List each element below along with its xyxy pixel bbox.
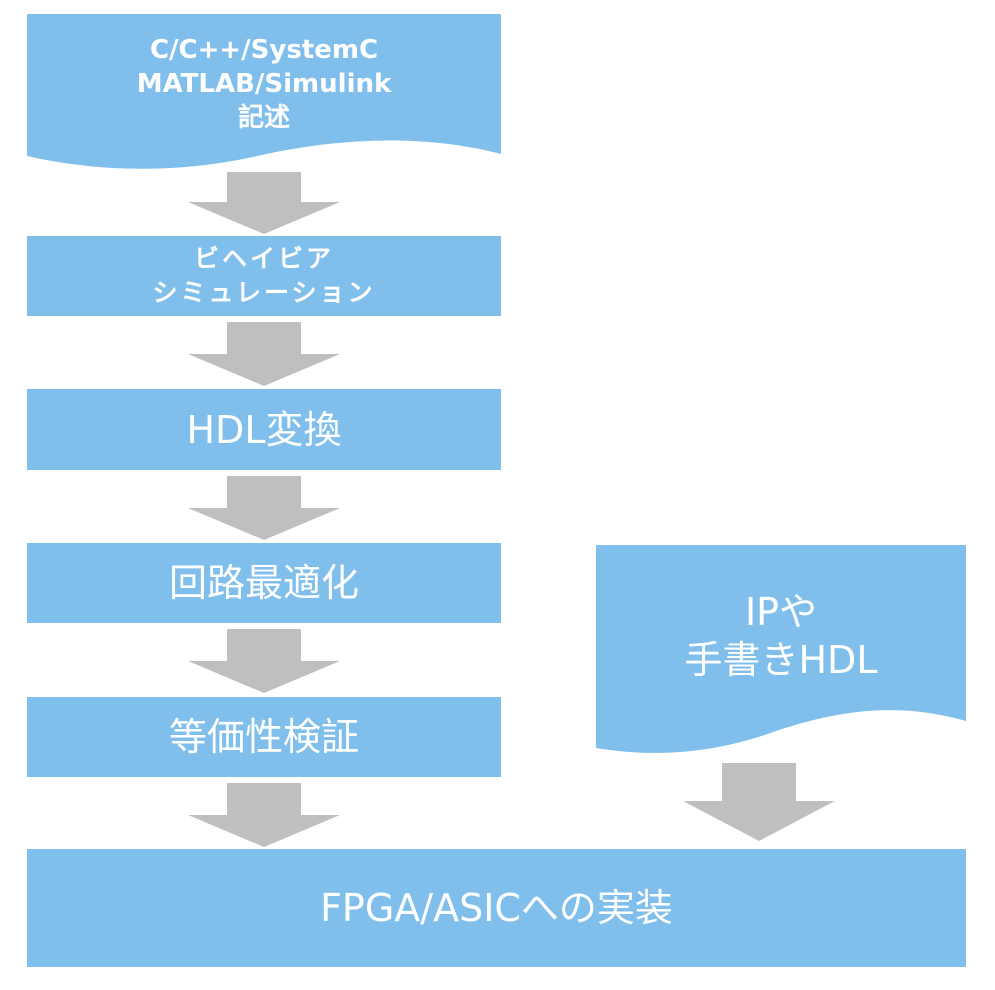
ip-line-2: 手書きHDL xyxy=(684,638,878,682)
document-shape xyxy=(27,14,501,169)
down-arrow-1 xyxy=(188,172,340,234)
behavior-simulation-step: ビヘイビア シミュレーション xyxy=(27,236,501,316)
source-line-1: C/C++/SystemC xyxy=(149,35,379,65)
down-arrow-6 xyxy=(683,763,835,841)
circuit-optimization-step: 回路最適化 xyxy=(27,543,501,623)
hdl-label: HDL変換 xyxy=(186,407,342,452)
ip-hdl-step: IPや 手書きHDL xyxy=(596,545,966,760)
equivalence-check-step: 等価性検証 xyxy=(27,697,501,777)
ip-line-1: IPや xyxy=(744,590,818,634)
impl-label: FPGA/ASICへの実装 xyxy=(320,886,673,930)
source-line-2: MATLAB/Simulink xyxy=(136,69,392,99)
fpga-asic-implementation-step: FPGA/ASICへの実装 xyxy=(27,849,966,967)
down-arrow-3 xyxy=(188,476,340,540)
equiv-label: 等価性検証 xyxy=(168,715,359,759)
source-code-step: C/C++/SystemC MATLAB/Simulink 記述 xyxy=(27,14,501,174)
document-shape xyxy=(596,545,966,753)
down-arrow-4 xyxy=(188,629,340,693)
source-line-3: 記述 xyxy=(237,103,290,133)
behavior-line-1: ビヘイビア xyxy=(193,244,334,273)
opt-label: 回路最適化 xyxy=(168,561,359,605)
behavior-line-2: シミュレーション xyxy=(152,278,376,307)
down-arrow-2 xyxy=(188,322,340,386)
down-arrow-5 xyxy=(188,783,340,847)
hdl-conversion-step: HDL変換 xyxy=(27,389,501,470)
